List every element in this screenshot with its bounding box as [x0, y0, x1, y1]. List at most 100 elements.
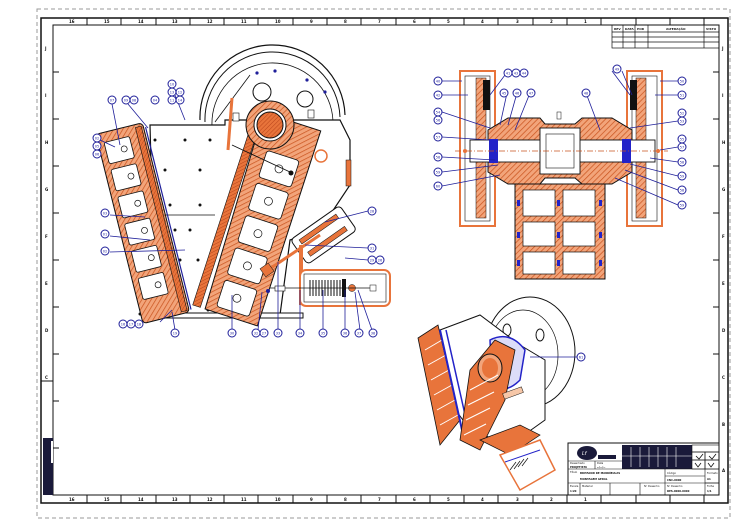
- svg-text:36: 36: [343, 332, 347, 336]
- svg-text:14: 14: [138, 19, 144, 24]
- title-line2: MONTAGEM GERAL: [580, 477, 608, 481]
- date-header: DATA: [625, 27, 634, 31]
- svg-text:B: B: [722, 422, 725, 427]
- svg-text:2: 2: [550, 19, 553, 24]
- svg-text:I: I: [722, 93, 724, 98]
- drawn-by-label: Desenhado: [570, 461, 585, 465]
- code-label: Código: [667, 471, 676, 475]
- svg-text:59: 59: [680, 175, 684, 179]
- svg-text:E: E: [45, 281, 48, 286]
- title-line1: BRITADOR DE MANDÍBULAS: [580, 470, 620, 475]
- svg-text:7: 7: [378, 497, 381, 502]
- revision-table: [611, 24, 720, 49]
- material-label: Material: [582, 484, 593, 488]
- svg-text:35: 35: [321, 332, 325, 336]
- svg-text:10: 10: [170, 83, 174, 87]
- svg-text:26: 26: [378, 259, 382, 263]
- size-label: Formato: [707, 471, 718, 475]
- svg-text:59: 59: [680, 204, 684, 208]
- svg-text:48: 48: [584, 92, 588, 96]
- date-value: --/--/--: [597, 465, 605, 469]
- front-section-view: 07 09 08 04 10 13 12 11 14 02 05 06 03 0…: [92, 44, 391, 338]
- svg-text:13: 13: [172, 19, 178, 24]
- sheet-label: Folha: [707, 484, 714, 488]
- svg-text:3: 3: [516, 497, 519, 502]
- svg-text:11: 11: [170, 99, 174, 103]
- svg-text:02: 02: [95, 137, 99, 141]
- size-value: A1: [707, 477, 711, 481]
- svg-text:57: 57: [680, 146, 684, 150]
- svg-text:G: G: [45, 187, 48, 192]
- svg-text:16: 16: [69, 497, 75, 502]
- svg-text:5: 5: [447, 497, 450, 502]
- svg-text:33: 33: [276, 332, 280, 336]
- svg-text:11: 11: [241, 19, 247, 24]
- svg-text:08: 08: [132, 99, 136, 103]
- svg-text:F: F: [45, 234, 48, 239]
- svg-text:D: D: [45, 328, 49, 333]
- svg-text:60: 60: [436, 185, 440, 189]
- svg-text:D: D: [722, 328, 726, 333]
- top-section-view: 40 42 54 56 57 58 59 60 41 43 44 45 46 4…: [433, 64, 687, 280]
- svg-text:34: 34: [298, 332, 303, 336]
- svg-text:09: 09: [124, 99, 128, 103]
- vertical-stamp-strip: [43, 438, 53, 495]
- svg-text:10: 10: [275, 497, 281, 502]
- svg-text:14: 14: [178, 99, 183, 103]
- approved-header: VISTO: [706, 27, 717, 31]
- svg-text:27: 27: [262, 332, 266, 336]
- svg-text:9: 9: [310, 19, 313, 24]
- svg-text:F: F: [722, 234, 725, 239]
- change-header: ALTERAÇÃO: [666, 26, 686, 31]
- svg-text:G: G: [722, 187, 725, 192]
- svg-text:A: A: [722, 468, 726, 473]
- svg-text:10: 10: [275, 19, 281, 24]
- svg-text:07: 07: [110, 99, 114, 103]
- side-zone-rulers: [41, 71, 719, 449]
- svg-text:49: 49: [615, 68, 619, 72]
- svg-text:50: 50: [680, 80, 684, 84]
- svg-text:45: 45: [502, 92, 506, 96]
- svg-text:58: 58: [680, 161, 684, 165]
- svg-text:J: J: [44, 46, 47, 51]
- svg-text:47: 47: [529, 92, 533, 96]
- svg-text:12: 12: [207, 497, 213, 502]
- svg-text:18: 18: [137, 323, 141, 327]
- svg-text:56: 56: [436, 119, 440, 123]
- svg-text:59: 59: [436, 171, 440, 175]
- svg-text:46: 46: [515, 92, 519, 96]
- svg-text:58: 58: [436, 156, 440, 160]
- svg-text:J: J: [721, 46, 724, 51]
- svg-text:42: 42: [436, 94, 440, 98]
- svg-text:C: C: [722, 375, 725, 380]
- drawn-by-value: PROJETISTA: [570, 465, 587, 469]
- date-label: Data: [597, 461, 604, 465]
- svg-text:43: 43: [514, 72, 518, 76]
- svg-text:5: 5: [447, 19, 450, 24]
- svg-text:03: 03: [103, 212, 107, 216]
- svg-text:02: 02: [103, 250, 107, 254]
- svg-text:H: H: [45, 140, 48, 145]
- svg-text:58: 58: [680, 189, 684, 193]
- svg-text:55: 55: [680, 138, 684, 142]
- svg-text:11: 11: [241, 497, 247, 502]
- svg-text:8: 8: [344, 19, 347, 24]
- svg-text:16: 16: [69, 19, 75, 24]
- svg-text:40: 40: [436, 80, 440, 84]
- svg-text:4: 4: [481, 497, 484, 502]
- svg-text:H: H: [722, 140, 725, 145]
- svg-text:15: 15: [104, 19, 110, 24]
- svg-text:8: 8: [344, 497, 347, 502]
- scale-value: 1:20: [570, 489, 577, 493]
- svg-text:12: 12: [207, 19, 213, 24]
- svg-text:16: 16: [121, 323, 125, 327]
- svg-text:I: I: [45, 93, 47, 98]
- svg-text:4: 4: [481, 19, 484, 24]
- by-header: POR: [637, 27, 645, 31]
- svg-text:53: 53: [680, 120, 684, 124]
- svg-text:04: 04: [153, 99, 158, 103]
- svg-text:52: 52: [680, 112, 684, 116]
- svg-text:17: 17: [129, 323, 133, 327]
